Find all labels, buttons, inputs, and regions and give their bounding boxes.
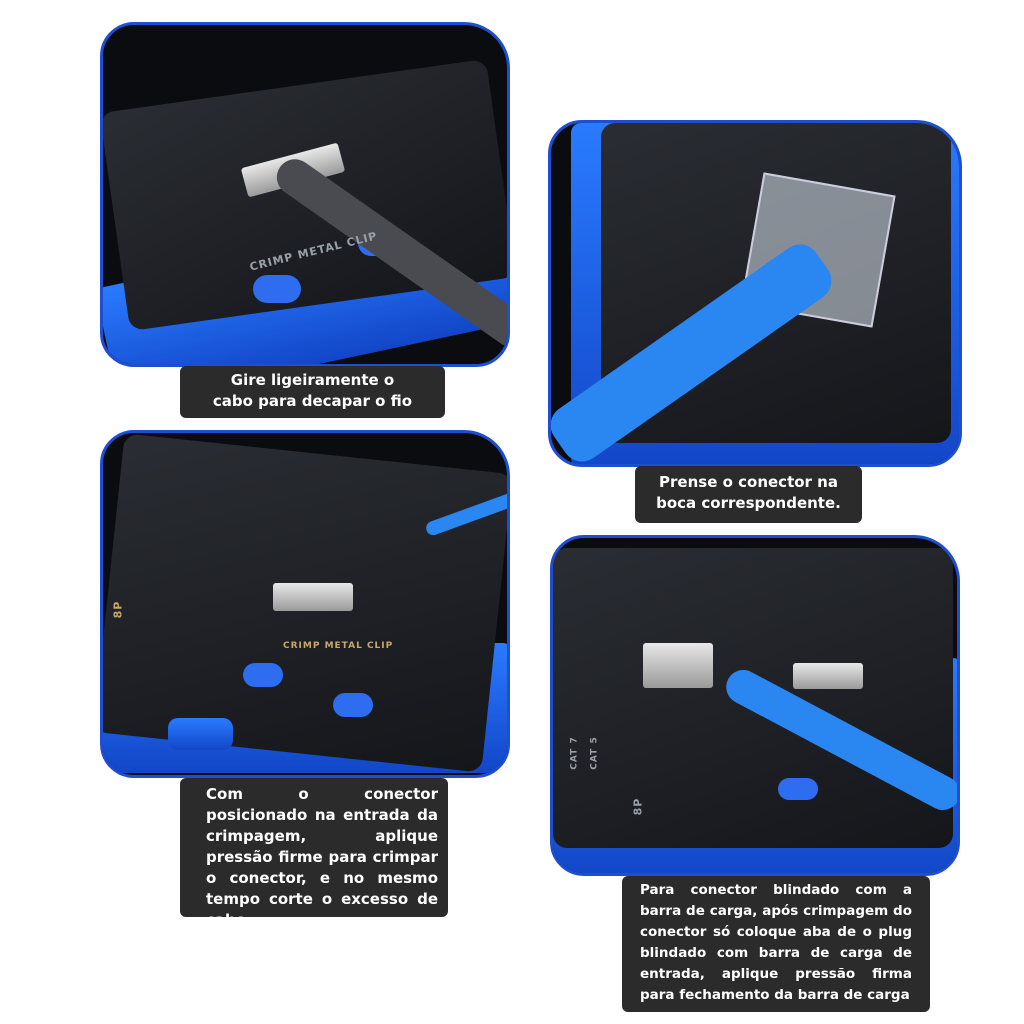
- tool-print-8p: 8P: [111, 600, 125, 619]
- slot: [253, 275, 301, 303]
- cut-cable-piece: [168, 718, 233, 750]
- photo-strip-cable: CRIMP METAL CLIP: [100, 22, 510, 367]
- tool-print-cat7: CAT 7: [569, 736, 580, 770]
- tool-print: CRIMP METAL CLIP: [283, 641, 394, 651]
- caption-3: Com o conector posicionado na entrada da…: [180, 778, 448, 929]
- caption-2: Prense o conector na boca correspondente…: [635, 466, 862, 523]
- slot: [778, 778, 818, 800]
- blade: [793, 663, 863, 689]
- slot: [333, 693, 373, 717]
- photo-crimp-cut: CRIMP METAL CLIP 8P: [100, 430, 510, 778]
- tool-print-8p: 8P: [631, 797, 645, 816]
- slot: [243, 663, 283, 687]
- tool-print-cat5: CAT 5: [589, 736, 600, 770]
- photo-shielded-connector: CAT 7 CAT 5 8P: [550, 535, 960, 876]
- shielded-plug: [643, 643, 713, 688]
- caption-1: Gire ligeiramente o cabo para decapar o …: [180, 366, 445, 418]
- photo-insert-connector: [548, 120, 962, 467]
- blade: [273, 583, 353, 611]
- caption-4: Para conector blindado com a barra de ca…: [622, 876, 930, 1012]
